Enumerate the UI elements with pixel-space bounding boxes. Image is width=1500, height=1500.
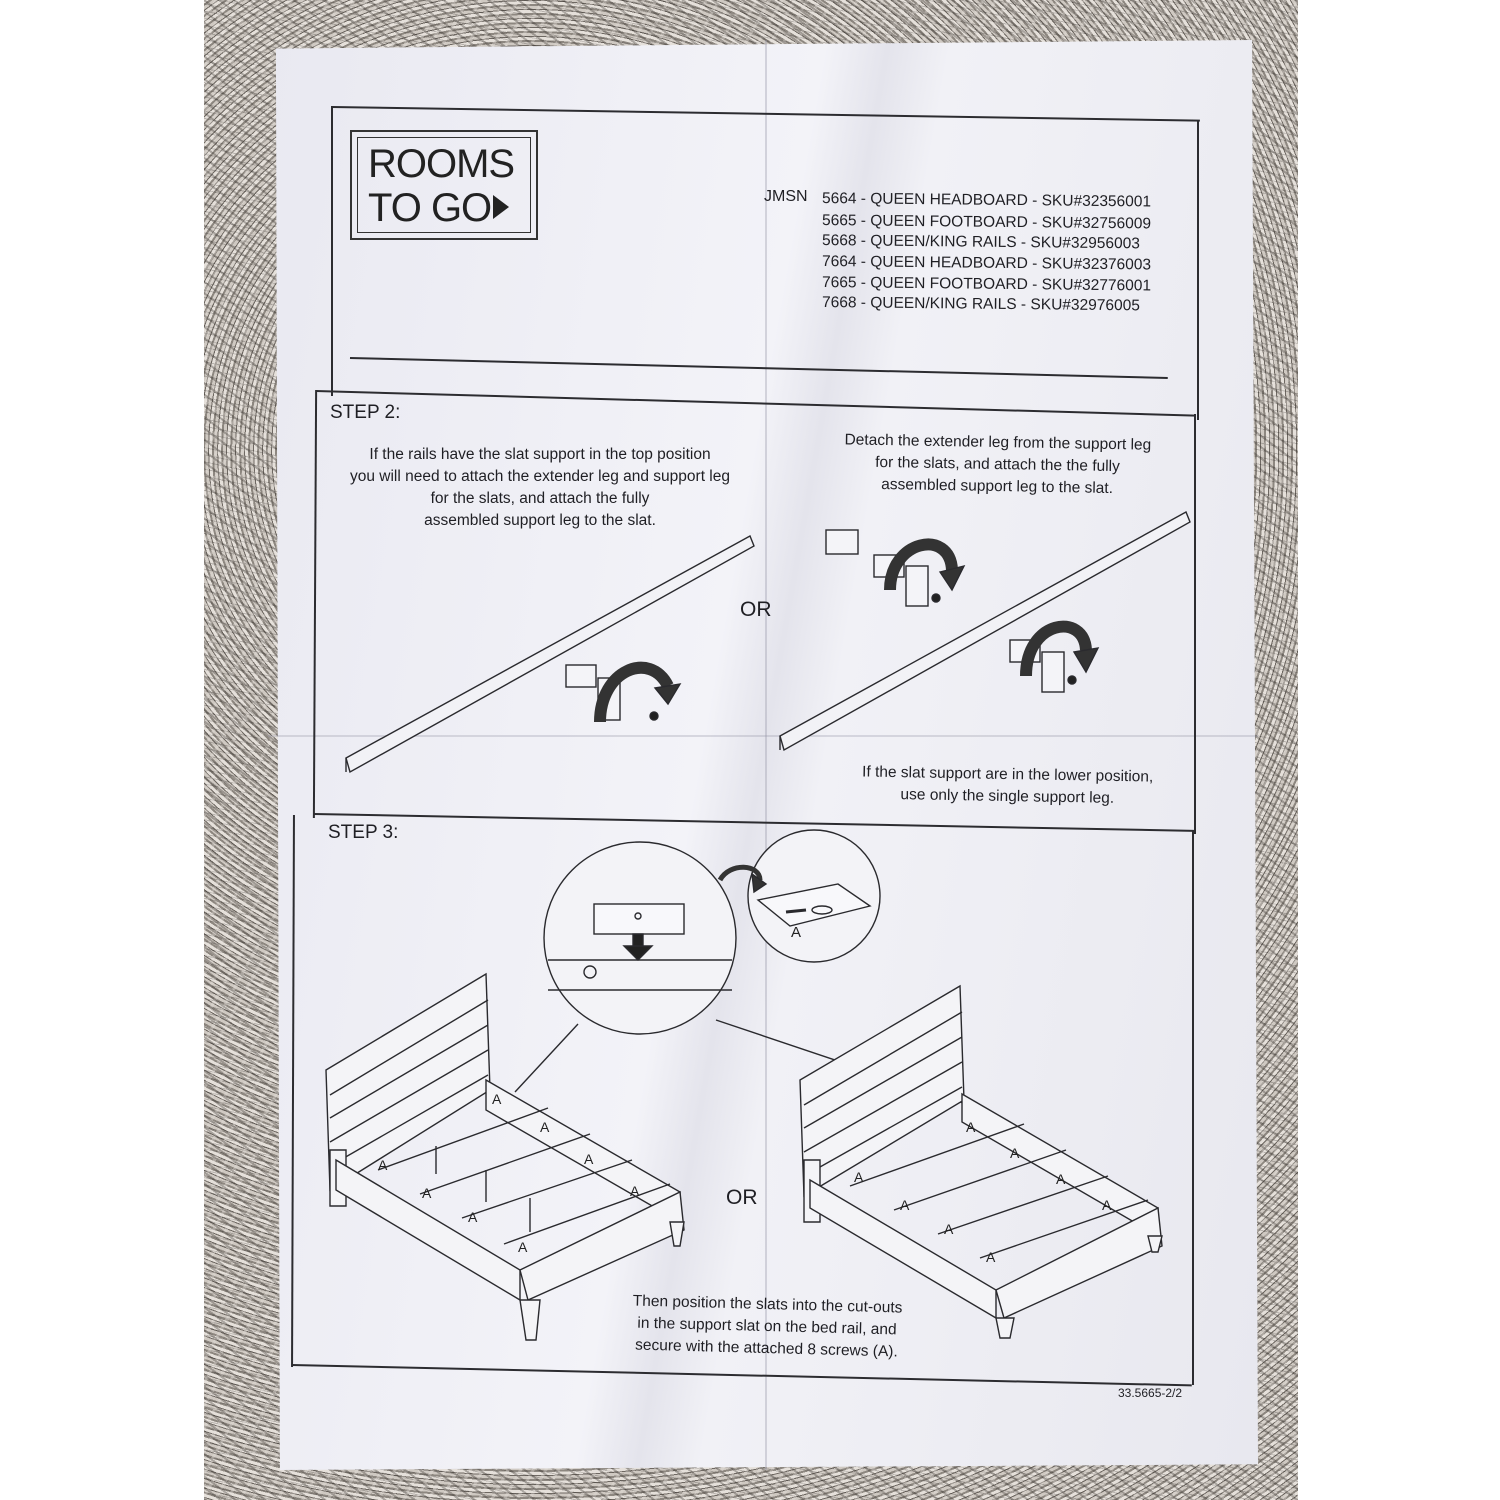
fold-crease-vertical <box>765 40 767 1470</box>
step2-left-instructions: If the rails have the slat support in th… <box>330 444 750 532</box>
text-line: assembled support leg to the slat. <box>424 512 656 529</box>
bed-label-a: A <box>944 1221 954 1237</box>
bed-label-a: A <box>378 1157 388 1173</box>
bed-label-a: A <box>854 1169 864 1185</box>
bed-label-a: A <box>584 1151 594 1167</box>
frame-right-lower <box>1194 414 1196 834</box>
step3-title: STEP 3: <box>328 822 399 843</box>
bed-label-a: A <box>1102 1197 1112 1213</box>
frame-right <box>1197 120 1199 420</box>
detail-circle-screw <box>717 829 881 963</box>
document-code: 33.5665-2/2 <box>1118 1386 1183 1400</box>
bed-label-a: A <box>540 1119 550 1135</box>
model-prefix: JMSN <box>764 188 808 205</box>
bed-label-a: A <box>1056 1171 1066 1187</box>
step2-or-label: OR <box>740 598 772 621</box>
bed-label-a: A <box>468 1209 478 1225</box>
logo-text-line2: TO GO <box>368 186 530 230</box>
bed-label-a: A <box>966 1119 976 1135</box>
bed-frame-left <box>325 972 685 1341</box>
bed-frame-right <box>799 984 1163 1339</box>
step2-title: STEP 2: <box>330 402 401 423</box>
play-arrow-icon <box>493 195 510 219</box>
frame-left <box>331 106 333 396</box>
bed-label-a: A <box>422 1185 432 1201</box>
detail-label-a: A <box>791 924 801 941</box>
rail-diagram-right <box>779 511 1191 752</box>
frame-right-bottom <box>1192 830 1194 1385</box>
bed-label-a: A <box>1010 1145 1020 1161</box>
detail-circle-slat <box>543 841 737 1035</box>
text-line: If the rails have the slat support in th… <box>369 446 711 463</box>
text-line: for the slats, and attach the fully <box>430 490 650 507</box>
bed-label-a: A <box>492 1091 502 1107</box>
bed-label-a: A <box>630 1183 640 1199</box>
step3-or-label: OR <box>726 1186 758 1209</box>
fold-crease-horizontal <box>268 735 1258 737</box>
text-line: you will need to attach the extender leg… <box>349 468 730 485</box>
rail-diagram-left <box>345 535 755 774</box>
rooms-to-go-logo: ROOMS TO GO <box>350 130 538 240</box>
bed-label-a: A <box>518 1239 528 1255</box>
logo-text-line1: ROOMS <box>368 142 515 186</box>
bed-label-a: A <box>986 1249 996 1265</box>
bed-label-a: A <box>900 1197 910 1213</box>
